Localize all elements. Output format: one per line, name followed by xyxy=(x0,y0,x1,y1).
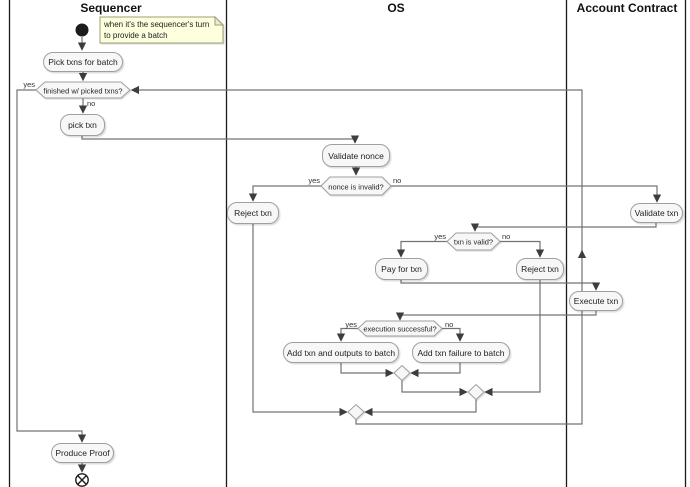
merge-diamond-1 xyxy=(393,364,411,382)
connector-nonce-yes-to-reject xyxy=(248,185,321,202)
connector-finished-yes-to-produce-proof xyxy=(16,89,87,443)
lane-title-sequencer: Sequencer xyxy=(80,1,142,15)
decision-txn-valid-label: txn is valid? xyxy=(453,237,494,247)
activity-pick-txn: pick txn xyxy=(60,114,105,136)
edge-label-valid-no: no xyxy=(502,232,511,241)
activity-reject-txn-nonce: Reject txn xyxy=(227,202,279,224)
start-node xyxy=(75,23,89,37)
lane-title-account-contract: Account Contract xyxy=(576,1,678,15)
connector-valid-no-to-reject xyxy=(500,240,545,258)
connector-reject-invalid-to-merge2 xyxy=(484,280,541,397)
activity-execute-txn: Execute txn xyxy=(569,291,623,311)
end-node xyxy=(75,473,89,487)
connector-pick-txn-to-validate-nonce xyxy=(81,135,360,144)
merge-diamond-2 xyxy=(467,383,485,401)
connector-merge2-to-merge3 xyxy=(364,399,477,417)
activity-validate-nonce: Validate nonce xyxy=(322,144,390,167)
connector-exec-no-to-add-failure xyxy=(442,327,465,342)
connector-reject-nonce-to-merge3 xyxy=(252,224,348,417)
note-shape xyxy=(99,16,224,44)
edge-label-finished-yes: yes xyxy=(23,80,35,89)
decision-nonce-invalid-label: nonce is invalid? xyxy=(328,182,384,191)
connector-pay-to-execute xyxy=(400,280,601,291)
merge-diamond-3 xyxy=(347,403,365,421)
connector-nonce-no-to-validate-txn xyxy=(391,185,662,203)
connector-merge3-loopback-to-finished xyxy=(130,85,583,425)
activity-reject-txn-invalid: Reject txn xyxy=(516,258,564,280)
decision-finished-label: finished w/ picked txns? xyxy=(43,86,123,95)
note-fold xyxy=(214,15,225,26)
activity-add-txn-outputs-to-batch: Add txn and outputs to batch xyxy=(283,342,399,363)
decision-finished-shape xyxy=(35,81,131,99)
activity-pay-for-txn: Pay for txn xyxy=(375,258,428,280)
note-line-2: to provide a batch xyxy=(104,31,168,40)
activity-produce-proof: Produce Proof xyxy=(51,443,114,463)
connector-add-outputs-to-merge1 xyxy=(340,363,394,378)
decision-execution-successful-shape xyxy=(357,320,443,337)
edge-label-exec-no: no xyxy=(445,320,454,329)
connector-execute-to-exec-decision xyxy=(395,311,597,321)
connector-add-failure-to-merge1 xyxy=(410,363,461,378)
lane-title-os: OS xyxy=(387,1,405,15)
activity-validate-txn: Validate txn xyxy=(630,203,683,223)
note-line-1: when it's the sequencer's turn xyxy=(104,20,210,29)
edge-label-exec-yes: yes xyxy=(345,320,357,329)
edge-label-nonce-no: no xyxy=(393,176,402,185)
decision-execution-successful-label: execution successful? xyxy=(363,324,437,334)
edge-label-finished-no: no xyxy=(87,99,96,108)
edge-label-valid-yes: yes xyxy=(434,232,446,241)
decision-nonce-invalid-shape xyxy=(320,176,392,196)
connector-exec-yes-to-add-outputs xyxy=(336,327,358,342)
edge-label-nonce-yes: yes xyxy=(308,176,320,185)
activity-add-txn-failure-to-batch: Add txn failure to batch xyxy=(412,342,510,363)
connector-merge1-to-merge2 xyxy=(401,380,468,397)
connector-valid-yes-to-pay xyxy=(396,240,447,258)
note: when it's the sequencer's turn to provid… xyxy=(104,19,222,41)
connector-validate-txn-to-valid-decision xyxy=(470,223,657,232)
activity-pick-txns-for-batch: Pick txns for batch xyxy=(43,52,123,72)
decision-txn-valid-shape xyxy=(446,232,501,251)
